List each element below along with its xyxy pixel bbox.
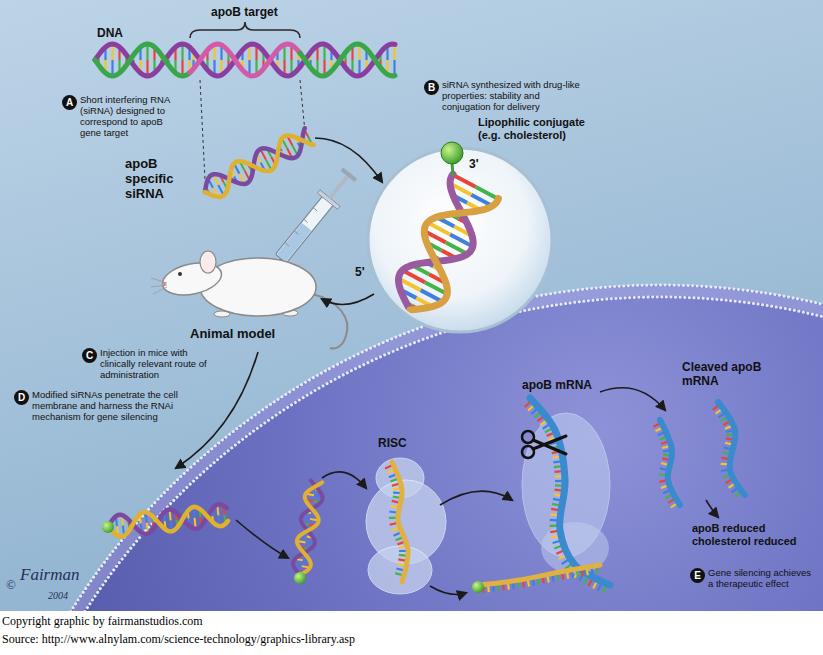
released-strand	[480, 565, 600, 593]
backbone-strand	[95, 44, 190, 76]
backbone-strand	[300, 44, 395, 76]
backbone-strand	[190, 44, 300, 76]
backbone-strand	[205, 135, 314, 197]
sirna-closeup	[398, 174, 498, 310]
rna-backbone	[660, 420, 680, 505]
cell-body	[0, 285, 823, 611]
signature: Fairman	[20, 566, 80, 584]
membrane-inner	[0, 297, 823, 611]
rna-backbone	[480, 565, 600, 585]
part-label: Animal model	[190, 326, 275, 341]
step-description: Injection in mice with clinically releva…	[100, 347, 218, 380]
flow-arrow	[430, 586, 466, 594]
cholesterol-ball	[441, 142, 463, 164]
scissors-blades	[533, 436, 566, 454]
flow-arrow	[315, 138, 382, 182]
step-description: siRNA synthesized with drug-like propert…	[442, 79, 584, 112]
risc-complex	[366, 458, 446, 594]
step-callout: AShort interfering RNA (siRNA) designed …	[62, 95, 184, 138]
backbone-strand	[190, 44, 300, 76]
rna-backbone	[392, 462, 408, 582]
cholesterol-ball	[472, 581, 484, 593]
part-label: apoB specific siRNA	[125, 156, 187, 201]
part-label: Lipophilic conjugate (e.g. cholesterol)	[478, 116, 603, 142]
syringe-liquid	[277, 223, 311, 262]
target-bracket	[190, 22, 300, 38]
mouse-figure	[151, 251, 347, 349]
step-callout: BsiRNA synthesized with drug-like proper…	[424, 80, 584, 112]
step-letter: B	[424, 80, 439, 95]
sirna-entering	[108, 504, 228, 536]
cholesterol-ball	[102, 521, 114, 533]
backbone-strand	[300, 44, 395, 76]
rna-backbone	[718, 402, 745, 495]
credit-note: Copyright graphic by fairmanstudios.com	[2, 614, 203, 629]
credit-note: Source: http://www.alnylam.com/science-t…	[2, 632, 355, 647]
guide-line	[300, 80, 305, 132]
step-callout: EGene silencing achieves a therapeutic e…	[690, 568, 818, 589]
step-description: Short interfering RNA (siRNA) designed t…	[80, 94, 184, 138]
flow-arrow	[322, 472, 366, 488]
step-callout: DModified siRNAs penetrate the cell memb…	[14, 390, 204, 422]
strand-end-label: 5'	[355, 265, 365, 279]
scissors-icon	[522, 431, 566, 458]
step-callout: CInjection in mice with clinically relev…	[82, 348, 218, 380]
backbone-strand	[297, 482, 322, 575]
backbone-strand	[410, 198, 498, 310]
step-description: Modified siRNAs penetrate the cell membr…	[32, 389, 204, 422]
part-label: apoB mRNA	[522, 378, 592, 392]
flow-arrow	[440, 491, 512, 505]
step-letter: A	[62, 95, 77, 110]
result-label: apoB reduced cholesterol reduced	[692, 522, 817, 548]
dna-helix	[95, 44, 395, 76]
flow-arrow	[600, 388, 665, 410]
guide-strand	[385, 462, 408, 582]
base-pairs	[399, 175, 499, 309]
part-label: DNA	[97, 26, 123, 40]
sirna-helix	[205, 128, 314, 197]
risc-lobe	[368, 546, 432, 594]
membrane-band	[0, 291, 823, 611]
part-label: RISC	[378, 436, 407, 450]
magnifier-circle	[368, 148, 552, 332]
step-letter: C	[82, 348, 97, 363]
flow-arrow	[236, 520, 288, 558]
step-letter: E	[690, 568, 705, 583]
strand-end-label: 3'	[467, 157, 481, 171]
step-letter: D	[14, 390, 29, 405]
signature: ©	[6, 578, 16, 592]
artwork	[0, 0, 823, 611]
syringe-thumb	[341, 168, 358, 182]
base-pair	[475, 187, 498, 199]
guide-line	[200, 80, 205, 180]
cholesterol-ball	[294, 572, 306, 584]
mouse-whiskers	[151, 278, 167, 294]
syringe-ticks	[285, 208, 317, 246]
flow-arrow	[176, 352, 258, 468]
cleaved-mrna	[653, 402, 745, 507]
signature: 2004	[48, 590, 68, 601]
mouse-ear	[200, 251, 216, 273]
base-pair	[453, 175, 476, 187]
flow-arrow	[706, 500, 718, 517]
backbone-strand	[398, 174, 473, 310]
membrane-outer	[0, 285, 823, 611]
part-label: apoB target	[211, 5, 278, 19]
rna-backbone	[530, 398, 610, 585]
backbone-strand	[108, 507, 228, 537]
part-label: Cleaved apoB mRNA	[682, 360, 762, 388]
backbone-strand	[293, 480, 323, 575]
step-description: Gene silencing achieves a therapeutic ef…	[708, 567, 818, 589]
mouse-eye	[178, 272, 182, 276]
syringe-rod	[328, 175, 349, 199]
backbone-strand	[95, 44, 190, 76]
flow-arrow	[322, 294, 374, 304]
syringe-barrel	[275, 196, 333, 263]
sirna-inside	[293, 480, 323, 575]
